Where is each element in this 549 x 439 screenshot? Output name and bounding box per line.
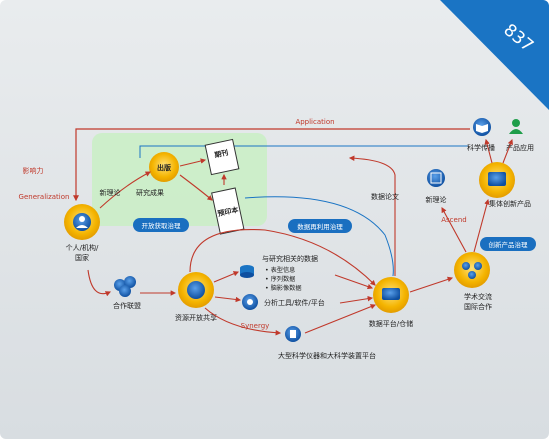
open-access-gov-label: 开放获取治理 bbox=[142, 221, 182, 230]
alliance-node bbox=[114, 276, 136, 297]
publish-label: 出版 bbox=[157, 163, 171, 172]
analysis-tools-node bbox=[242, 294, 258, 310]
exchange-label-line1: 学术交流 bbox=[464, 292, 492, 301]
journal-node: 期刊 bbox=[204, 138, 240, 176]
arrow-sharing-facilities bbox=[204, 307, 282, 336]
synergy-label: Synergy bbox=[241, 322, 270, 330]
publish-node: 出版 bbox=[149, 152, 179, 182]
exchange-label-line2: 国际合作 bbox=[464, 302, 492, 311]
arrow-sharing-tools bbox=[214, 296, 242, 303]
individual-node bbox=[64, 204, 100, 240]
person-icon bbox=[512, 119, 520, 127]
open-access-gov-pill bbox=[133, 218, 189, 232]
monitor-icon bbox=[382, 288, 400, 300]
arrow-sharing-data bbox=[213, 271, 240, 283]
new-theory-right-node bbox=[427, 169, 445, 187]
facilities-node bbox=[285, 326, 301, 342]
journal-label: 期刊 bbox=[213, 148, 229, 160]
product-app-label: 产品应用 bbox=[506, 143, 534, 152]
new-theory-label: 新理论 bbox=[100, 188, 121, 197]
feedback-line bbox=[139, 145, 468, 158]
data-paper-label: 数据论文 bbox=[371, 192, 399, 201]
arrow-to-science-comm bbox=[484, 138, 493, 164]
preprint-node: 预印本 bbox=[211, 187, 245, 235]
innovation-gov-pill bbox=[480, 237, 536, 251]
influence-label: 影响力 bbox=[23, 166, 44, 175]
facilities-label: 大型科学仪器和大科学装置平台 bbox=[278, 351, 376, 360]
chart-icon bbox=[488, 172, 506, 186]
science-comm-label: 科学传播 bbox=[467, 143, 495, 152]
product-app-node bbox=[509, 119, 523, 134]
preprint-label: 预印本 bbox=[217, 205, 239, 218]
arrow-exchange-innovation bbox=[473, 198, 490, 253]
collective-innovation-label: 集体创新产品 bbox=[489, 199, 531, 208]
resource-sharing-node bbox=[178, 272, 214, 308]
analysis-tools-label: 分析工具/软件/平台 bbox=[264, 298, 325, 307]
alliance-label: 合作联盟 bbox=[113, 301, 141, 310]
innovation-gov-label: 创新产品治理 bbox=[489, 240, 529, 249]
network-icon bbox=[187, 281, 205, 299]
arrow-publish-journal bbox=[179, 158, 207, 167]
arrow-data-platform bbox=[334, 274, 374, 290]
arrow-individual-alliance bbox=[87, 269, 112, 297]
new-theory-right-label: 新理论 bbox=[426, 195, 447, 204]
bullet-phenotype: • 表型信息 bbox=[265, 266, 295, 274]
data-platform-node bbox=[373, 277, 409, 313]
arrow-platform-exchange bbox=[409, 276, 454, 293]
data-reuse-gov-label: 数据再利用治理 bbox=[297, 222, 343, 231]
academic-exchange-node bbox=[454, 252, 490, 288]
ascend-label: Ascend bbox=[441, 216, 466, 224]
individual-label-line1: 个人/机构/ bbox=[66, 243, 99, 252]
arrow-exchange-theory bbox=[441, 207, 467, 253]
arrow-publish-preprint bbox=[179, 174, 213, 201]
bullet-brain-imaging: • 脑影像数据 bbox=[265, 284, 302, 292]
reuse-curve bbox=[244, 196, 394, 277]
science-comm-node bbox=[473, 118, 491, 136]
arrow-tools-platform bbox=[339, 295, 374, 304]
map-icon bbox=[427, 169, 445, 187]
collective-innovation-node bbox=[479, 162, 515, 198]
application-arrow bbox=[73, 128, 470, 202]
page-number-banner: 837 bbox=[440, 0, 549, 110]
resource-sharing-label: 资源开放共享 bbox=[175, 313, 217, 322]
arrow-sharing-platform bbox=[189, 228, 376, 286]
research-data-label: 与研究相关的数据 bbox=[262, 254, 318, 263]
application-label: Application bbox=[295, 118, 334, 126]
individual-label-line2: 国家 bbox=[75, 253, 89, 262]
people-group-icon bbox=[462, 262, 470, 270]
arrow-facilities-platform bbox=[304, 304, 377, 334]
research-results-label: 研究成果 bbox=[136, 188, 164, 197]
research-data-node bbox=[240, 265, 254, 278]
data-reuse-gov-pill bbox=[288, 219, 352, 233]
arrow-to-publish bbox=[99, 171, 151, 209]
arrow-to-product-app bbox=[502, 138, 513, 164]
bullet-sequence: • 序列数据 bbox=[265, 275, 295, 283]
generalization-label: Generalization bbox=[19, 193, 70, 201]
data-platform-label: 数据平台/仓储 bbox=[369, 319, 413, 328]
arrow-data-paper bbox=[348, 155, 396, 276]
